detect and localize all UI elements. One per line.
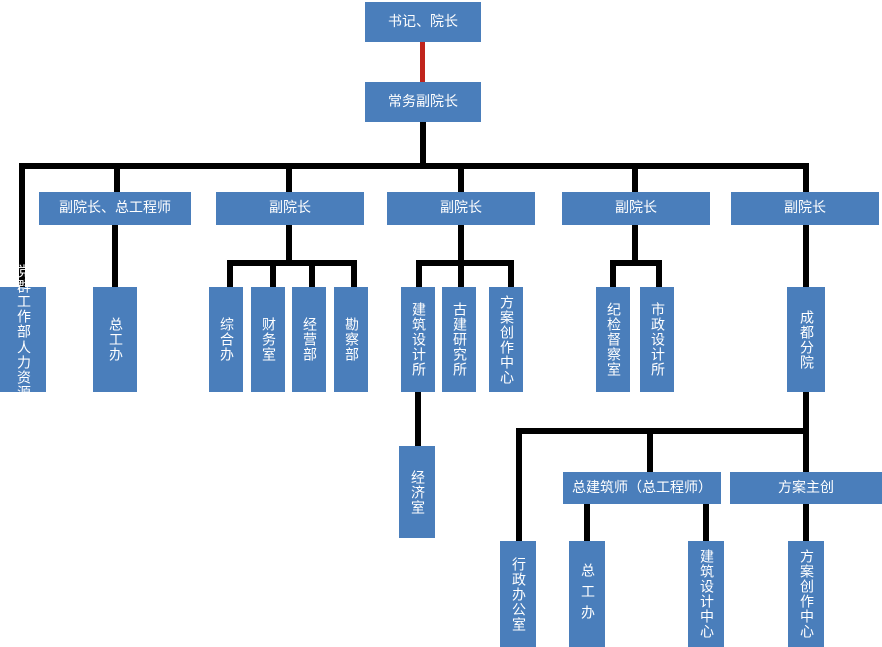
node-general-office[interactable]: 综合办 — [209, 287, 243, 392]
node-ancient-architecture-research-institute[interactable]: 古建研究所 — [442, 287, 476, 392]
connector-chengdu-drop-admin — [516, 428, 522, 541]
connector-bus-drop-vp5 — [803, 163, 809, 193]
connector-bus-drop-vp3 — [458, 163, 464, 193]
node-administrative-office[interactable]: 行政办公室 — [500, 541, 536, 647]
connector-vp4-drop-b — [656, 260, 662, 287]
node-architectural-design-institute[interactable]: 建筑设计所 — [401, 287, 435, 392]
node-vp-2[interactable]: 副院长 — [216, 192, 364, 225]
connector-chief-arch-to-ceo — [584, 503, 590, 541]
node-discipline-inspection-office[interactable]: 纪检督察室 — [596, 287, 630, 392]
connector-bus-drop-hr — [19, 163, 25, 287]
node-party-mass-work-department-label: 党群工作部 — [15, 264, 32, 339]
node-chief-architect[interactable]: 总建筑师（总工程师） — [563, 472, 721, 504]
connector-vp2-drop-a — [227, 260, 233, 287]
connector-vp3-drop-c — [508, 260, 514, 287]
connector-bus-drop-vp2 — [286, 163, 292, 193]
connector-chengdu-down — [803, 392, 809, 434]
node-finance-office[interactable]: 财务室 — [251, 287, 285, 392]
connector-vp5-to-chengdu — [803, 225, 809, 287]
connector-vp3-down — [458, 225, 464, 263]
node-chengdu-branch[interactable]: 成都分院 — [787, 287, 825, 392]
node-executive-vice-president[interactable]: 常务副院长 — [365, 82, 481, 122]
node-chief-engineer-office-branch[interactable]: 总工办 — [569, 541, 605, 647]
connector-vp2-drop-b — [270, 260, 276, 287]
connector-vp2-drop-d — [351, 260, 357, 287]
node-scheme-lead-designer[interactable]: 方案主创 — [730, 472, 882, 504]
node-operations-department[interactable]: 经营部 — [292, 287, 326, 392]
connector-vp1-to-chief-eng-office — [112, 225, 118, 287]
connector-president-to-exec-vp — [420, 40, 425, 83]
connector-vp2-drop-c — [309, 260, 315, 287]
connector-exec-vp-down — [420, 122, 426, 166]
node-vp-4[interactable]: 副院长 — [562, 192, 710, 225]
node-scheme-creation-center[interactable]: 方案创作中心 — [489, 287, 523, 392]
node-scheme-creation-center-branch[interactable]: 方案创作中心 — [788, 541, 824, 647]
node-economics-office[interactable]: 经济室 — [399, 446, 435, 538]
connector-arch-inst-to-economics — [415, 392, 421, 446]
node-chief-engineer-office[interactable]: 总工办 — [93, 287, 137, 392]
node-survey-department[interactable]: 勘察部 — [334, 287, 368, 392]
connector-vp4-drop-a — [610, 260, 616, 287]
connector-chengdu-bus — [516, 428, 809, 434]
connector-vp3-drop-a — [416, 260, 422, 287]
node-vp-5[interactable]: 副院长 — [731, 192, 879, 225]
connector-bus-drop-vp4 — [632, 163, 638, 193]
connector-vp2-down — [286, 225, 292, 263]
node-vp-chief-engineer[interactable]: 副院长、总工程师 — [39, 192, 191, 225]
node-hr-department-label: 人力资源部 — [15, 340, 32, 415]
connector-vp3-drop-b — [458, 260, 464, 287]
node-secretary-president[interactable]: 书记、院长 — [365, 2, 481, 42]
connector-chengdu-drop-scheme-lead — [803, 428, 809, 473]
node-architectural-design-center[interactable]: 建筑设计中心 — [688, 541, 724, 647]
connector-scheme-lead-to-center — [803, 503, 809, 541]
node-vp-3[interactable]: 副院长 — [387, 192, 535, 225]
node-hr-and-party-department[interactable]: 人力资源部 党群工作部 — [0, 264, 46, 415]
connector-vp4-bus — [610, 260, 662, 266]
node-municipal-design-institute[interactable]: 市政设计所 — [640, 287, 674, 392]
connector-vp4-down — [632, 225, 638, 263]
connector-chengdu-drop-chief-arch — [647, 428, 653, 473]
connector-chief-arch-to-arch-center — [703, 503, 709, 541]
connector-vp3-bus — [416, 260, 514, 266]
connector-vp2-bus — [227, 260, 357, 266]
connector-bus-drop-vp1 — [114, 163, 120, 193]
connector-main-bus — [19, 163, 809, 169]
